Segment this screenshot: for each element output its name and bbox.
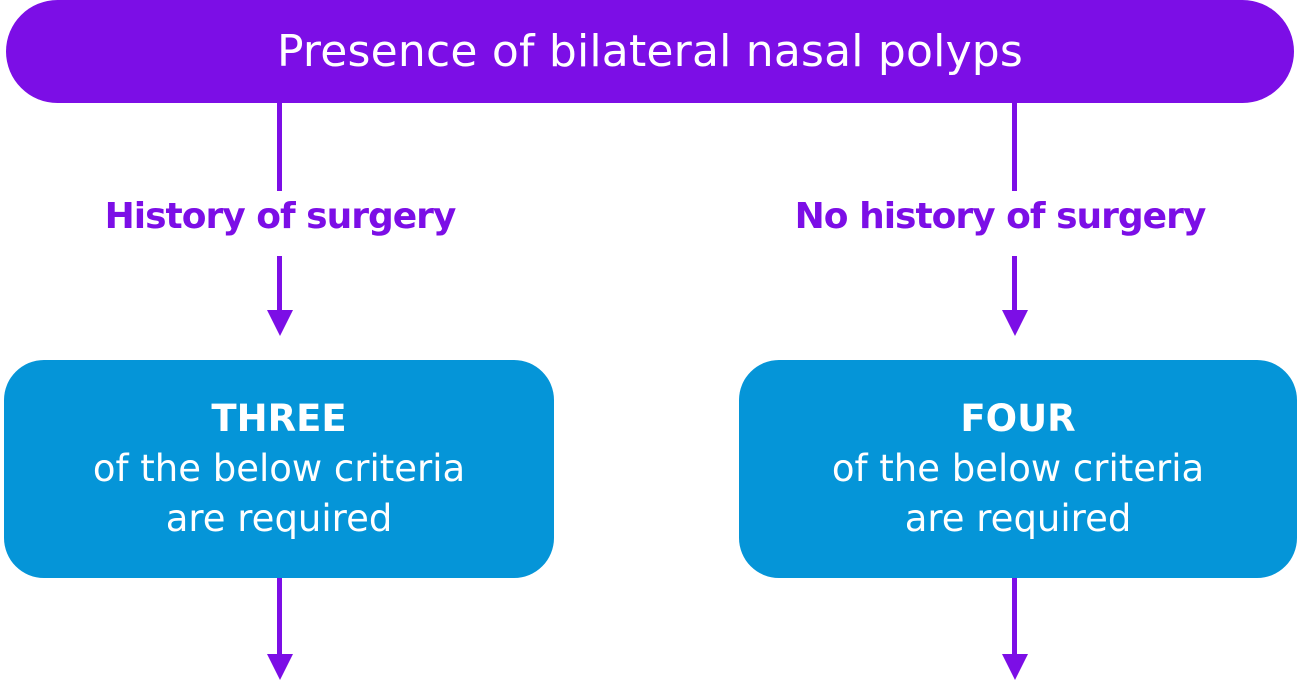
left-branch-label: History of surgery	[104, 196, 457, 237]
right-criteria-line2: are required	[904, 497, 1132, 540]
root-node-label: Presence of bilateral nasal polyps	[276, 26, 1024, 77]
right-exit-arrowhead-icon	[1002, 654, 1028, 680]
root-node: Presence of bilateral nasal polyps	[6, 0, 1294, 103]
left-criteria-node: THREE of the below criteria are required	[4, 360, 554, 578]
right-criteria-line1: of the below criteria	[831, 447, 1205, 490]
left-arrowhead-icon	[267, 310, 293, 336]
left-criteria-count: THREE	[211, 397, 347, 440]
left-exit-arrowhead-icon	[267, 654, 293, 680]
left-connector-exit	[277, 578, 282, 656]
right-arrowhead-icon	[1002, 310, 1028, 336]
left-connector-top	[277, 103, 282, 191]
left-connector-bottom	[277, 256, 282, 312]
right-connector-top	[1012, 103, 1017, 191]
right-criteria-count: FOUR	[960, 397, 1076, 440]
right-branch-label: No history of surgery	[794, 196, 1207, 237]
left-criteria-line1: of the below criteria	[92, 447, 466, 490]
right-connector-exit	[1012, 578, 1017, 656]
right-connector-bottom	[1012, 256, 1017, 312]
right-criteria-node: FOUR of the below criteria are required	[739, 360, 1297, 578]
left-criteria-line2: are required	[165, 497, 393, 540]
